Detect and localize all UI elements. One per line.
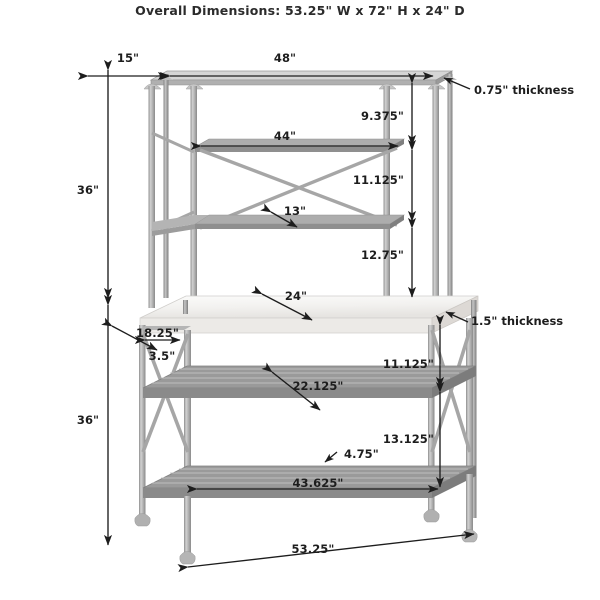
base-back-posts bbox=[183, 300, 477, 518]
label-counter-overhang: 3.5" bbox=[149, 349, 176, 363]
dimension-annotations bbox=[77, 59, 475, 573]
dim-base-shelf-depth bbox=[324, 451, 338, 463]
label-base-lower-gap: 13.125" bbox=[383, 432, 434, 446]
hutch-top-board bbox=[149, 70, 454, 86]
label-hutch-top-gap: 9.375" bbox=[361, 109, 404, 123]
dim-hutch-shelf-depth bbox=[260, 203, 298, 228]
label-base-shelf-diag: 22.125" bbox=[292, 379, 343, 393]
dim-counter-depth bbox=[251, 285, 313, 321]
label-hutch-shelf-depth: 13" bbox=[284, 204, 306, 218]
label-hutch-height-left: 36" bbox=[77, 183, 99, 197]
dim-counter-thickness-leader bbox=[445, 311, 469, 323]
label-top-right-span: 48" bbox=[274, 51, 296, 65]
label-base-shelf-depth: 4.75" bbox=[344, 447, 379, 461]
label-counter-depth: 24" bbox=[285, 289, 307, 303]
label-hutch-lower-gap: 12.75" bbox=[361, 248, 404, 262]
dim-top-thickness-leader bbox=[443, 77, 471, 90]
label-counter-side-depth: 18.25" bbox=[136, 326, 179, 340]
label-counter-thickness: 1.5" thickness bbox=[471, 314, 563, 328]
label-base-height-left: 36" bbox=[77, 413, 99, 427]
furniture-illustration bbox=[134, 70, 479, 565]
hutch-back-x-brace bbox=[199, 146, 398, 230]
dim-base-shelf-diag bbox=[261, 362, 321, 411]
label-hutch-mid-gap: 11.125" bbox=[353, 173, 404, 187]
label-base-upper-gap: 11.125" bbox=[383, 357, 434, 371]
hutch-lower-shelf bbox=[193, 214, 406, 229]
page-title: Overall Dimensions: 53.25" W x 72" H x 2… bbox=[135, 3, 465, 18]
dim-overall-width-bottom bbox=[177, 531, 475, 573]
dim-counter-side-depth bbox=[101, 317, 158, 351]
label-hutch-shelf-width: 44" bbox=[274, 129, 296, 143]
countertop bbox=[139, 295, 479, 334]
dimension-labels: 15" 48" 0.75" thickness 9.375" 44" 11.12… bbox=[77, 51, 574, 556]
label-overall-width-bottom: 53.25" bbox=[292, 542, 335, 556]
label-top-left-span: 15" bbox=[117, 51, 139, 65]
hutch-front-posts bbox=[143, 83, 446, 308]
label-top-thickness: 0.75" thickness bbox=[474, 83, 574, 97]
label-base-shelf-width: 43.625" bbox=[292, 476, 343, 490]
